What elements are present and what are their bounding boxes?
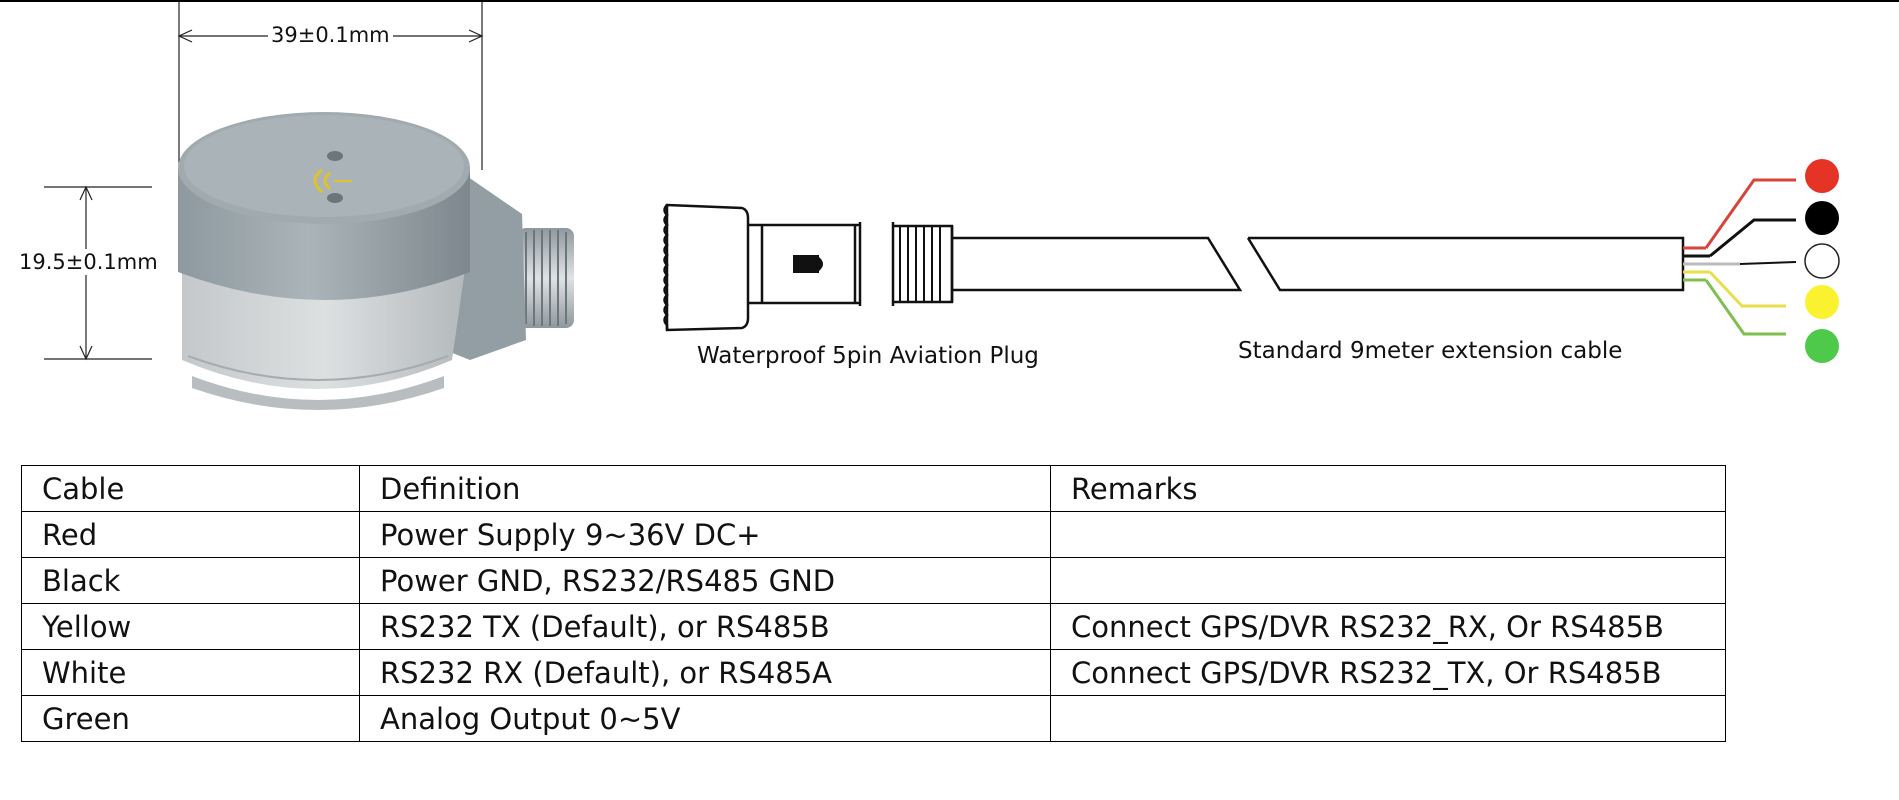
cell-cable: Yellow [21, 603, 360, 650]
header-cable: Cable [21, 465, 360, 512]
cell-remarks [1050, 695, 1726, 742]
wire-dot-yellow [1805, 285, 1839, 319]
cell-definition: RS232 RX (Default), or RS485A [359, 649, 1051, 696]
table-row: White RS232 RX (Default), or RS485A Conn… [21, 649, 1726, 696]
cell-remarks: Connect GPS/DVR RS232_RX, Or RS485B [1050, 603, 1726, 650]
cell-definition: RS232 TX (Default), or RS485B [359, 603, 1051, 650]
header-remarks: Remarks [1050, 465, 1726, 512]
table-row: Green Analog Output 0~5V [21, 695, 1726, 742]
cell-cable: Red [21, 511, 360, 558]
cell-definition: Power GND, RS232/RS485 GND [359, 557, 1051, 604]
cell-definition: Analog Output 0~5V [359, 695, 1051, 742]
table-row: Red Power Supply 9~36V DC+ [21, 511, 1726, 558]
cell-remarks [1050, 511, 1726, 558]
wire-dot-green [1805, 329, 1839, 363]
wire-dot-black [1805, 201, 1839, 235]
top-border [0, 0, 1899, 2]
table-row: Yellow RS232 TX (Default), or RS485B Con… [21, 603, 1726, 650]
dimension-lines [44, 2, 484, 361]
cell-definition: Power Supply 9~36V DC+ [359, 511, 1051, 558]
height-dimension-label: 19.5±0.1mm [16, 249, 161, 275]
plug-caption: Waterproof 5pin Aviation Plug [697, 343, 1039, 369]
wire-leads [1683, 178, 1797, 336]
width-dimension-label: 39±0.1mm [268, 22, 393, 48]
wiring-table: Cable Definition Remarks Red Power Suppl… [21, 465, 1726, 742]
header-definition: Definition [359, 465, 1051, 512]
cell-cable: White [21, 649, 360, 696]
wire-dot-red [1805, 159, 1839, 193]
cell-cable: Green [21, 695, 360, 742]
wire-dot-white [1804, 243, 1840, 279]
table-row: Black Power GND, RS232/RS485 GND [21, 557, 1726, 604]
table-header-row: Cable Definition Remarks [21, 465, 1726, 512]
cell-cable: Black [21, 557, 360, 604]
cell-remarks: Connect GPS/DVR RS232_TX, Or RS485B [1050, 649, 1726, 696]
cable-caption: Standard 9meter extension cable [1238, 338, 1623, 364]
cell-remarks [1050, 557, 1726, 604]
cable-drawing [663, 203, 1685, 332]
wire-dots [1804, 159, 1840, 363]
sensor-body [178, 112, 574, 410]
